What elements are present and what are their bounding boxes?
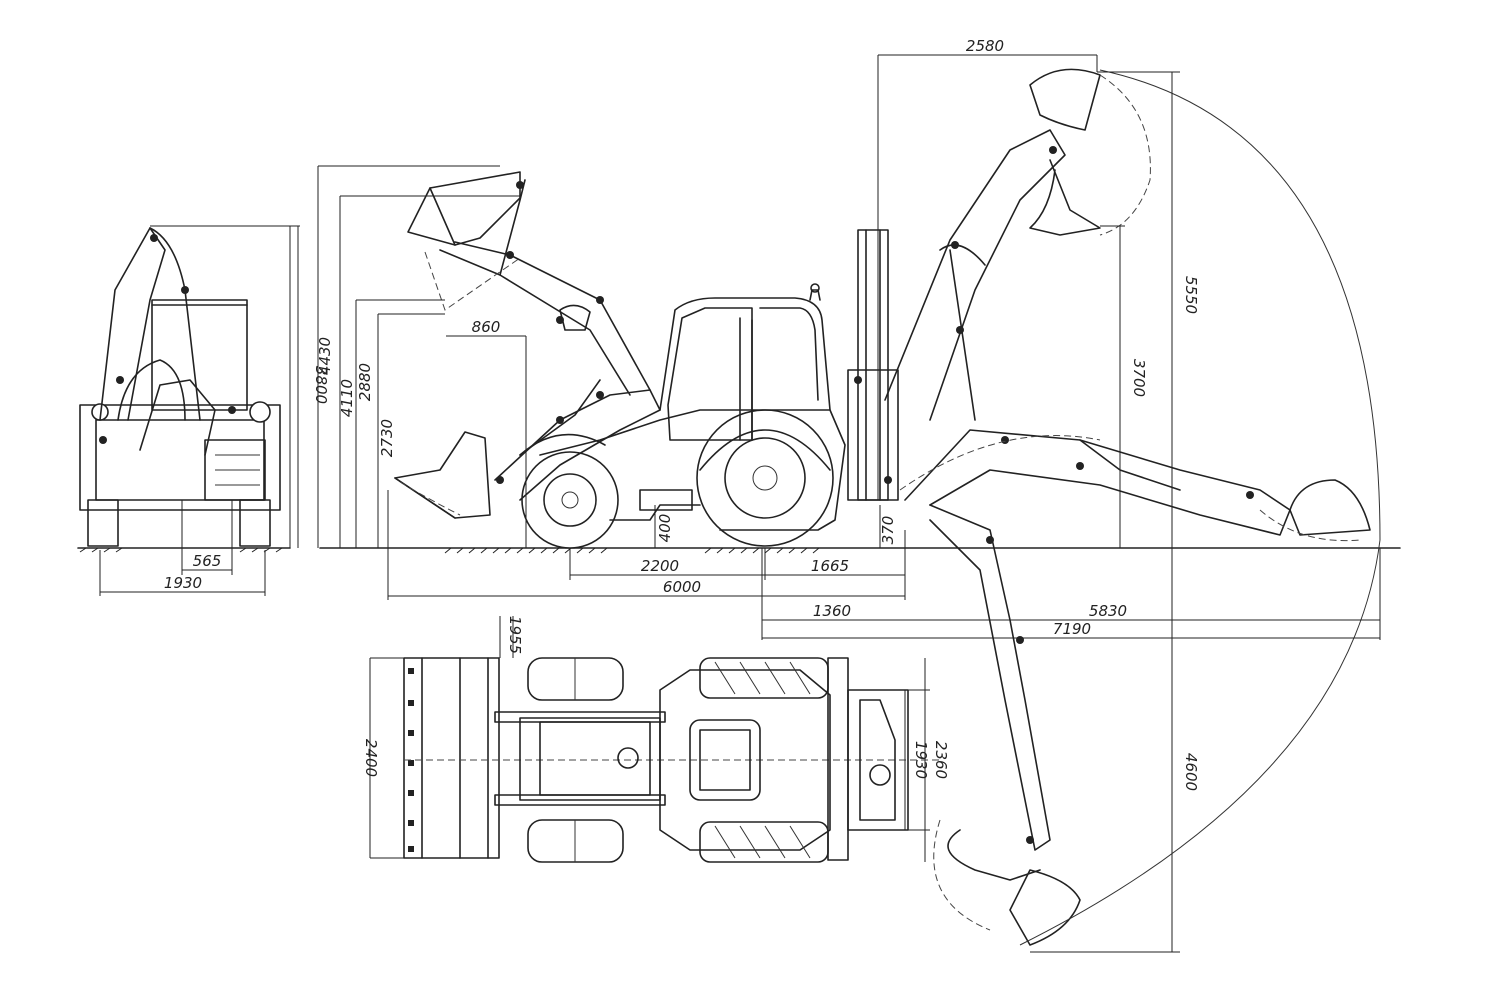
dim-label-4430: 4430 xyxy=(316,337,334,375)
dim-label-2400: 2400 xyxy=(362,739,380,777)
front-dim-1930: 1930 xyxy=(99,550,266,596)
backhoe-bucket-bottom xyxy=(933,819,1081,946)
dim-label-2730: 2730 xyxy=(378,419,396,457)
backhoe-bucket-extended xyxy=(1259,479,1371,542)
dim-label-2580: 2580 xyxy=(966,37,1004,55)
backhoe: 2580 5550 3700 4600 1360 5830 7190 xyxy=(761,37,1381,953)
front-wheel xyxy=(521,451,619,549)
dim-label-7190: 7190 xyxy=(1053,620,1091,638)
dim-label-2360: 2360 xyxy=(932,741,950,779)
dim-label-1955: 1955 xyxy=(506,616,524,654)
dim-label-3800: 3800 xyxy=(312,366,330,404)
dim-label-5550: 5550 xyxy=(1182,276,1200,314)
loader-bucket-raised xyxy=(407,171,521,311)
dim-label-1930-top: 1930 xyxy=(912,741,930,779)
dim-label-2880: 2880 xyxy=(356,363,374,401)
top-body xyxy=(519,669,831,851)
top-bucket xyxy=(403,657,940,859)
dim-label-1360: 1360 xyxy=(813,602,851,620)
backhoe-dim-4600: 4600 xyxy=(1030,548,1200,953)
side-view: 4430 4110 2880 2730 860 400 2200 xyxy=(316,165,1401,600)
backhoe-bucket-top xyxy=(1029,68,1151,236)
backhoe-dim-5550: 5550 xyxy=(1097,71,1200,548)
dim-label-860: 860 xyxy=(472,318,501,336)
loader-bucket-lowered xyxy=(394,431,491,519)
rear-wheel xyxy=(696,409,834,547)
front-view: 3800 565 1930 xyxy=(77,225,330,596)
top-view: 2400 1955 2360 1930 xyxy=(362,616,950,863)
front-ground-line xyxy=(77,547,291,553)
backhoe-dim-2580: 2580 xyxy=(877,37,1098,500)
side-ground-line xyxy=(319,547,1401,554)
top-front-tires xyxy=(527,657,624,863)
front-boom xyxy=(99,227,236,456)
backhoe-reach-arc xyxy=(899,69,1381,946)
loader-arm-lowered xyxy=(494,379,661,501)
dim-label-3700: 3700 xyxy=(1130,359,1148,397)
ground-clearance-dim: 400 xyxy=(654,505,674,548)
dim-label-565: 565 xyxy=(193,552,222,570)
dim-label-2200: 2200 xyxy=(641,557,679,575)
front-wheels xyxy=(87,499,271,547)
dim-label-4600: 4600 xyxy=(1182,753,1200,791)
backhoe-boom-lowered xyxy=(929,504,1051,851)
dim-label-5830: 5830 xyxy=(1089,602,1127,620)
top-stabilizers xyxy=(827,657,909,861)
dim-label-370: 370 xyxy=(879,516,897,545)
front-body xyxy=(79,299,281,511)
dim-label-6000: 6000 xyxy=(663,578,701,596)
loader-arm-raised xyxy=(439,179,651,396)
backhoe-stabilizer-mast xyxy=(847,229,899,501)
dim-label-4110: 4110 xyxy=(338,379,356,417)
backhoe-horizontal-dims: 1360 5830 7190 xyxy=(761,548,1381,640)
front-dim-3800: 3800 xyxy=(150,225,330,548)
top-dims: 2400 1955 2360 1930 xyxy=(362,616,950,862)
loader-height-dims: 4430 4110 2880 2730 xyxy=(316,165,520,548)
dim-label-400: 400 xyxy=(656,514,674,543)
length-dims: 2200 1665 6000 370 xyxy=(387,490,906,600)
cab xyxy=(659,283,831,441)
backhoe-boom-raised xyxy=(884,129,1066,421)
top-rear-tires xyxy=(699,657,829,863)
backhoe-dim-3700: 3700 xyxy=(1100,225,1148,548)
front-dim-565: 565 xyxy=(181,500,233,575)
dim-label-1930-front: 1930 xyxy=(164,574,202,592)
dim-label-1665: 1665 xyxy=(811,557,849,575)
loader-reach-dim: 860 xyxy=(446,318,527,548)
